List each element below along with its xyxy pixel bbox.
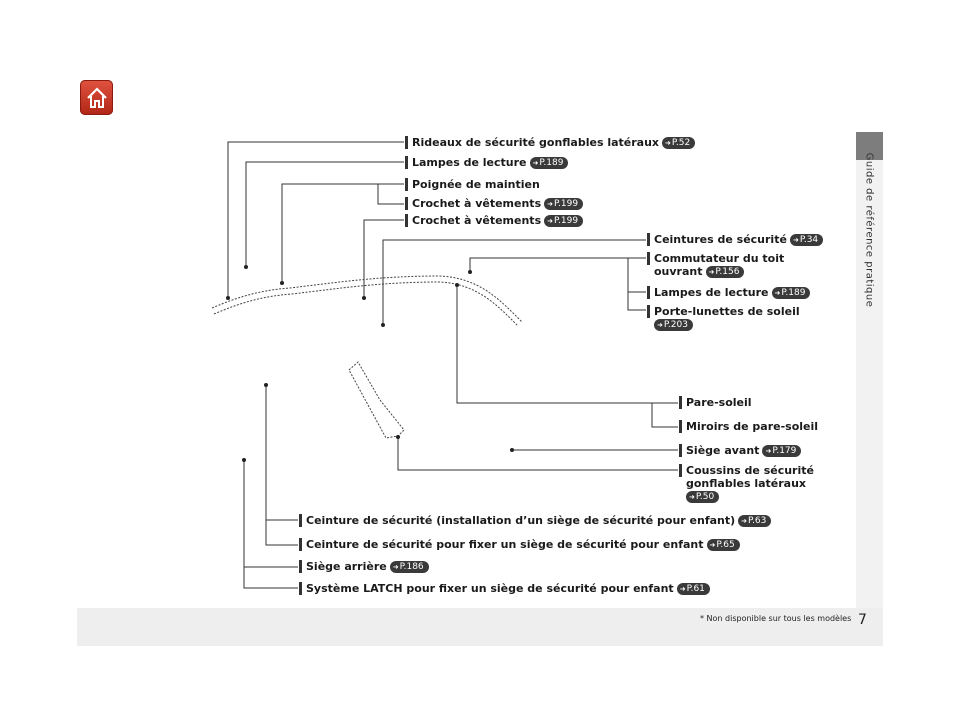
arrow-icon: ➜ — [657, 321, 663, 329]
label-miroirs-pare-soleil: Miroirs de pare-soleil — [686, 420, 819, 433]
arrow-icon: ➜ — [392, 563, 399, 571]
arrow-icon: ➜ — [765, 447, 772, 455]
arrow-icon: ➜ — [679, 585, 686, 593]
label-marker — [647, 286, 650, 299]
label-siege-arriere[interactable]: Siège arrière➜P.186 — [306, 560, 429, 573]
page-ref-link[interactable]: ➜P.50 — [686, 491, 720, 503]
arrow-icon: ➜ — [792, 236, 799, 244]
label-marker — [405, 197, 408, 210]
page-ref-link[interactable]: ➜P.52 — [662, 137, 696, 149]
page-number: 7 — [858, 612, 867, 628]
label-marker — [679, 464, 682, 477]
arrow-icon: ➜ — [741, 517, 748, 525]
label-poignee-maintien: Poignée de maintien — [412, 178, 540, 191]
arrow-icon: ➜ — [774, 289, 781, 297]
label-marker — [679, 396, 682, 409]
label-ceinture-installation[interactable]: Ceinture de sécurité (installation d’un … — [306, 514, 772, 527]
label-ceinture-fixer-siege[interactable]: Ceinture de sécurité pour fixer un siège… — [306, 538, 740, 551]
page-ref-link[interactable]: ➜P.186 — [389, 561, 429, 573]
label-marker — [405, 214, 408, 227]
arrow-icon: ➜ — [708, 268, 715, 276]
page-ref-link[interactable]: ➜P.189 — [771, 287, 811, 299]
label-coussins-securite[interactable]: Coussins de sécurité gonflables latéraux… — [686, 464, 814, 503]
label-marker — [299, 560, 302, 573]
arrow-icon: ➜ — [547, 200, 553, 208]
label-siege-avant[interactable]: Siège avant➜P.179 — [686, 444, 802, 457]
footer-bar — [77, 608, 883, 646]
page-ref-link[interactable]: ➜P.179 — [762, 445, 802, 457]
label-text: Rideaux de sécurité gonflables latéraux — [412, 136, 660, 149]
arrow-icon: ➜ — [547, 217, 553, 225]
page-ref-link[interactable]: ➜P.199 — [544, 215, 584, 227]
page-ref-link[interactable]: ➜P.63 — [738, 515, 772, 527]
label-systeme-latch[interactable]: Système LATCH pour fixer un siège de séc… — [306, 582, 710, 595]
label-marker — [405, 156, 408, 169]
label-marker — [299, 538, 302, 551]
page-area — [77, 40, 856, 608]
home-icon — [86, 86, 107, 108]
label-marker — [405, 178, 408, 191]
footnote: * Non disponible sur tous les modèles — [700, 614, 852, 623]
label-pare-soleil: Pare-soleil — [686, 396, 752, 409]
label-marker — [299, 582, 302, 595]
arrow-icon: ➜ — [532, 159, 539, 167]
label-rideaux-gonflables[interactable]: Rideaux de sécurité gonflables latéraux➜… — [412, 136, 696, 149]
page-ref-link[interactable]: ➜P.156 — [705, 266, 745, 278]
label-crochet-vetements-2[interactable]: Crochet à vêtements➜P.199 — [412, 214, 584, 227]
label-ceintures-securite[interactable]: Ceintures de sécurité➜P.34 — [654, 233, 824, 246]
label-marker — [299, 514, 302, 527]
home-button[interactable] — [80, 80, 113, 115]
arrow-icon: ➜ — [689, 493, 695, 501]
page-ref-link[interactable]: ➜P.65 — [706, 539, 740, 551]
label-marker — [679, 420, 682, 433]
arrow-icon: ➜ — [709, 541, 716, 549]
label-marker — [647, 305, 650, 318]
page-ref-link[interactable]: ➜P.34 — [789, 234, 824, 246]
label-commutateur-toit[interactable]: Commutateur du toit ouvrant➜P.156 — [654, 252, 785, 278]
label-crochet-vetements[interactable]: Crochet à vêtements➜P.199 — [412, 197, 584, 210]
page-ref-link[interactable]: ➜P.61 — [676, 583, 710, 595]
page-ref-link[interactable]: ➜P.199 — [544, 198, 584, 210]
section-side-strip — [856, 160, 883, 608]
section-tab-marker[interactable] — [856, 132, 883, 160]
arrow-icon: ➜ — [665, 139, 671, 147]
label-marker — [405, 136, 408, 149]
label-porte-lunettes[interactable]: Porte-lunettes de soleil ➜P.203 — [654, 305, 800, 331]
page-ref-link[interactable]: ➜P.203 — [654, 319, 693, 331]
label-marker — [679, 444, 682, 457]
label-marker — [647, 252, 650, 265]
label-lampes-lecture-2[interactable]: Lampes de lecture➜P.189 — [654, 286, 811, 299]
label-marker — [647, 233, 650, 246]
page-ref-link[interactable]: ➜P.189 — [529, 157, 569, 169]
label-lampes-lecture[interactable]: Lampes de lecture➜P.189 — [412, 156, 569, 169]
